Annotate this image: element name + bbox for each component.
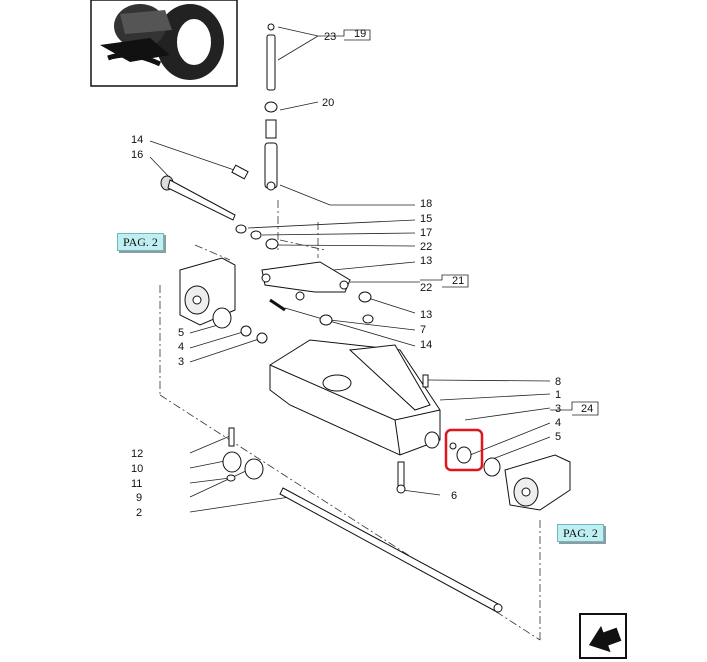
label-23: 23 bbox=[324, 31, 336, 43]
label-18: 18 bbox=[420, 198, 432, 210]
label-13-b: 13 bbox=[420, 309, 432, 321]
label-24: 24 bbox=[581, 403, 593, 415]
page-ref-right[interactable]: PAG. 2 bbox=[557, 524, 604, 542]
label-17: 17 bbox=[420, 227, 432, 239]
label-20: 20 bbox=[322, 97, 334, 109]
highlight-box bbox=[444, 428, 484, 472]
label-14: 14 bbox=[131, 134, 143, 146]
next-page-arrow-icon[interactable] bbox=[579, 613, 627, 659]
label-11: 11 bbox=[131, 478, 142, 490]
label-2: 2 bbox=[136, 507, 142, 519]
label-7: 7 bbox=[420, 324, 426, 336]
label-21: 21 bbox=[452, 275, 464, 287]
label-16: 16 bbox=[131, 149, 143, 161]
page-ref-left[interactable]: PAG. 2 bbox=[117, 233, 164, 251]
label-13: 13 bbox=[420, 255, 432, 267]
label-15: 15 bbox=[420, 213, 432, 225]
label-4: 4 bbox=[178, 341, 184, 353]
label-4-b: 4 bbox=[555, 417, 561, 429]
label-22-b: 22 bbox=[420, 282, 432, 294]
label-19: 19 bbox=[354, 28, 366, 40]
label-9: 9 bbox=[136, 492, 142, 504]
label-8: 8 bbox=[555, 376, 561, 388]
label-5-b: 5 bbox=[555, 431, 561, 443]
label-3-b: 3 bbox=[555, 403, 561, 415]
label-5: 5 bbox=[178, 327, 184, 339]
label-12: 12 bbox=[131, 448, 143, 460]
label-6: 6 bbox=[451, 490, 457, 502]
label-22: 22 bbox=[420, 241, 432, 253]
label-3: 3 bbox=[178, 356, 184, 368]
label-1: 1 bbox=[555, 389, 561, 401]
label-10: 10 bbox=[131, 463, 143, 475]
tractor-thumbnail-icon bbox=[90, 0, 238, 87]
label-14-b: 14 bbox=[420, 339, 432, 351]
